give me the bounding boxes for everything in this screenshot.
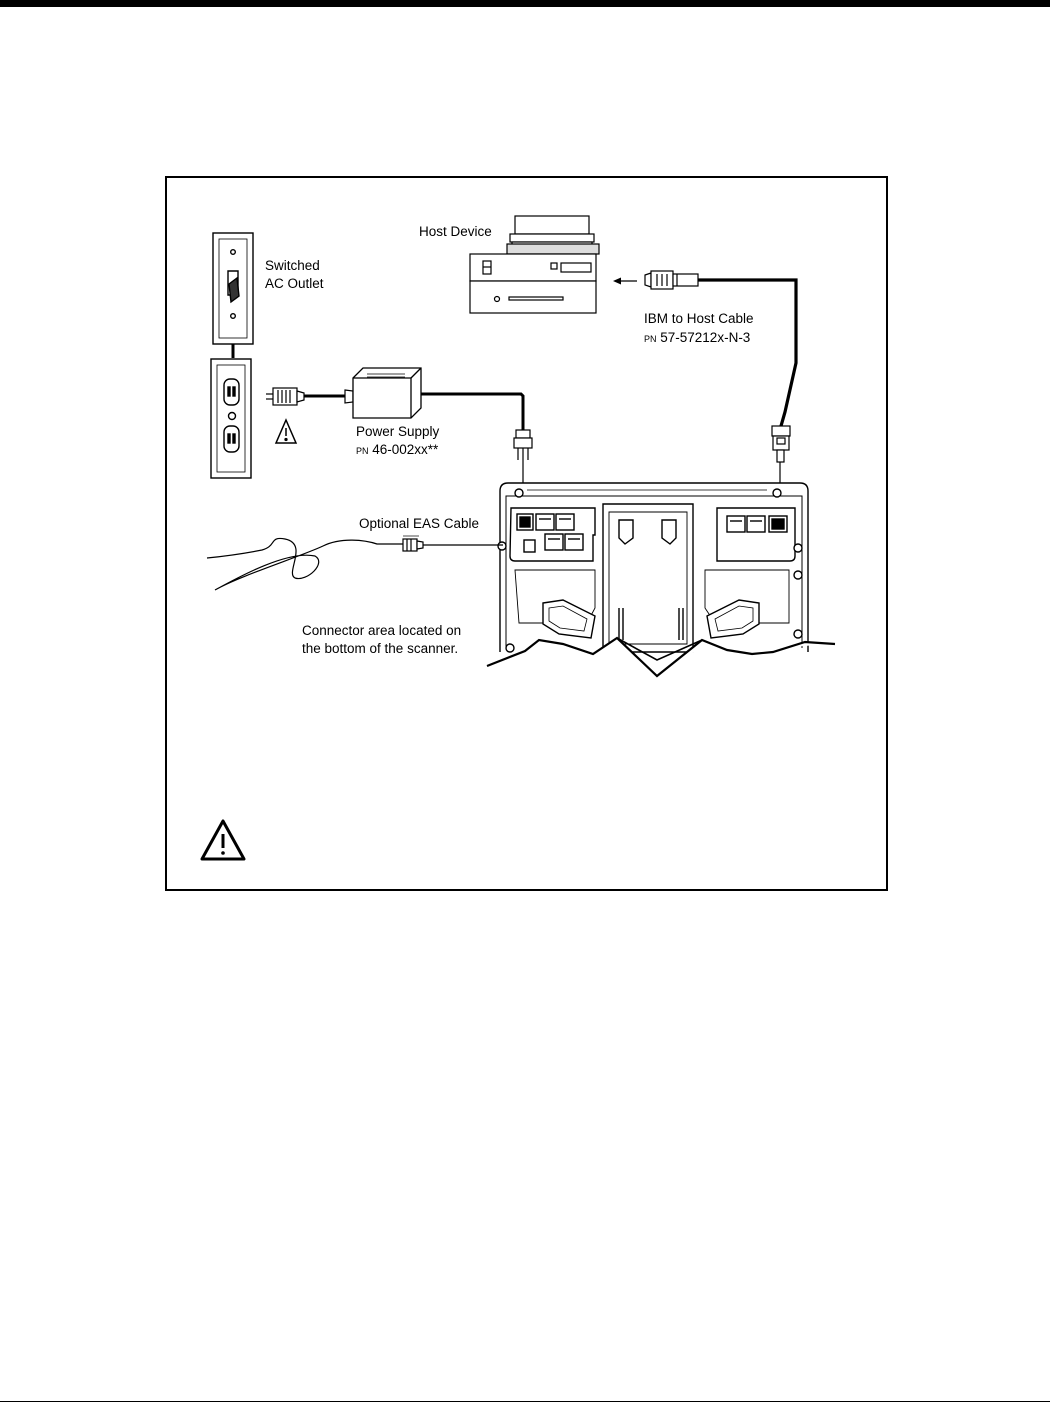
cable-connector-icon	[644, 270, 791, 514]
power-plug-icon	[266, 387, 305, 406]
ibm-host-cable	[698, 278, 798, 427]
bottom-rule	[0, 1401, 1050, 1402]
eas-cable-label: Optional EAS Cable	[359, 516, 479, 531]
eas-connector-icon	[402, 535, 424, 552]
top-rule	[0, 0, 1050, 7]
dc-power-cable	[421, 392, 525, 430]
connector-note-1: Connector area located on	[302, 623, 461, 638]
eas-cable	[206, 537, 403, 591]
power-supply-label: Power Supply	[356, 424, 440, 439]
host-device-label: Host Device	[419, 224, 492, 239]
connector-note-2: the bottom of the scanner.	[302, 641, 458, 656]
power-supply-pn: PN 46-002xx**	[356, 442, 439, 457]
host-computer-icon	[469, 215, 600, 314]
ibm-cable-label: IBM to Host Cable	[644, 311, 754, 326]
arrow-icon	[613, 277, 637, 285]
switched-outlet-label-1: Switched	[265, 258, 320, 273]
small-warning-icon	[274, 418, 298, 444]
warning-icon	[200, 819, 246, 861]
power-supply-icon	[352, 367, 422, 419]
switched-outlet-label-2: AC Outlet	[265, 276, 324, 291]
wall-outlet-icon	[210, 358, 252, 479]
scanner-bottom-icon	[486, 482, 836, 678]
ibm-cable-pn: PN 57-57212x-N-3	[644, 330, 750, 345]
wall-switch-icon	[212, 232, 254, 345]
connection-diagram: Host Device Switched AC Outlet IBM to Ho…	[165, 176, 888, 891]
